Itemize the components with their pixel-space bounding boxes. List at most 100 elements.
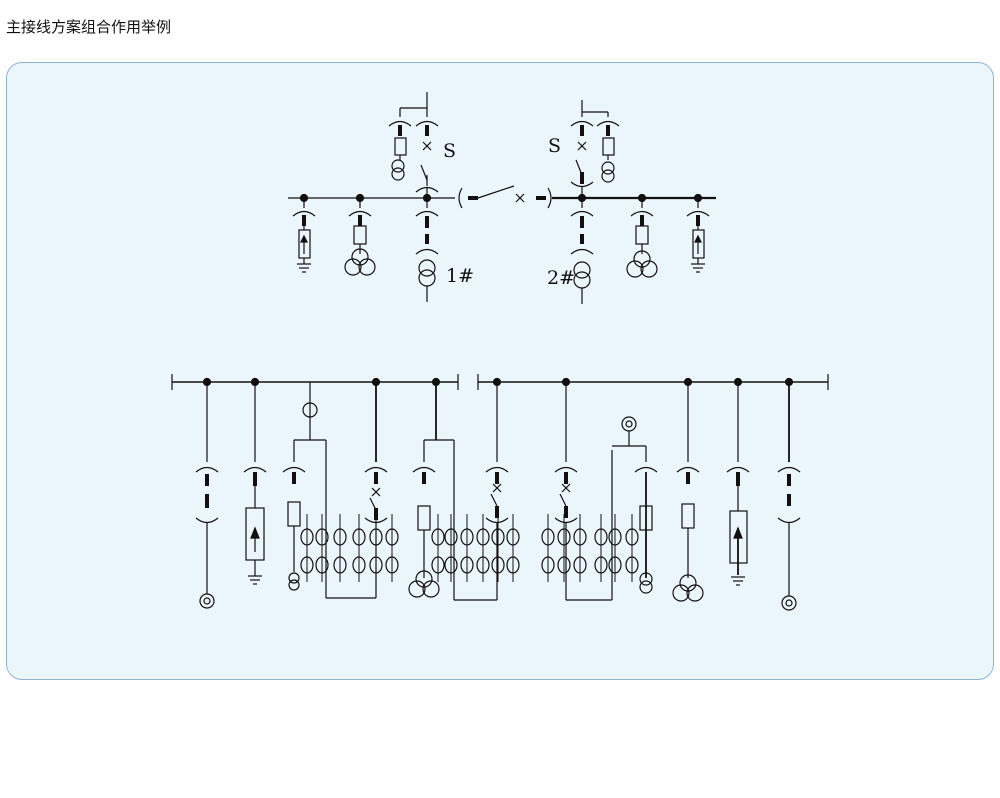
transformer-icon [415, 570, 433, 588]
breaker-x-icon [577, 141, 587, 151]
transformer-icon [358, 258, 376, 276]
coupler-contact-icon [547, 187, 552, 209]
disconnect-contact-icon [570, 120, 594, 127]
breaker-x-icon [492, 483, 502, 493]
breaker-x-icon [515, 193, 525, 203]
disconnect-contact-icon [195, 466, 219, 473]
transformer-icon [573, 271, 591, 289]
transformer-icon [391, 167, 405, 181]
bus-coupler-switch [477, 185, 515, 199]
transformer-label-2: 2# [547, 267, 575, 289]
disconnect-contact-icon [412, 466, 436, 473]
transformer-icon [351, 248, 369, 266]
current-transformer-icon [300, 556, 314, 574]
transformer-label-1: 1# [446, 265, 474, 287]
current-transformer-icon [625, 556, 639, 574]
cable-head-icon [781, 595, 797, 611]
current-transformer-icon [315, 556, 329, 574]
current-transformer-icon [315, 528, 329, 546]
disconnect-contact-icon [777, 517, 801, 524]
disconnect-contact-icon [634, 466, 658, 473]
disconnect-contact-icon [485, 466, 509, 473]
arrow-head [733, 526, 743, 539]
current-transformer-icon [608, 556, 622, 574]
current-transformer-icon [594, 556, 608, 574]
current-transformer-icon [369, 556, 383, 574]
transformer-icon [686, 584, 704, 602]
transformer-icon [573, 261, 591, 279]
disconnect-contact-icon [686, 210, 710, 217]
current-transformer-icon [369, 528, 383, 546]
switch-blade-icon [490, 493, 498, 507]
transformer-icon [601, 169, 615, 183]
current-transformer-icon [557, 556, 571, 574]
disconnect-contact-icon [364, 466, 388, 473]
cable-head-icon [785, 599, 793, 607]
current-transformer-icon [333, 528, 347, 546]
disconnect-contact-icon [415, 248, 439, 255]
current-transformer-icon [573, 528, 587, 546]
arrow-head [694, 234, 702, 243]
transformer-icon [418, 269, 436, 287]
current-transformer-icon [444, 556, 458, 574]
current-transformer-icon [431, 556, 445, 574]
current-transformer-icon [460, 528, 474, 546]
disconnect-contact-icon [415, 120, 439, 127]
meter-icon [621, 416, 637, 432]
disconnect-contact-icon [777, 466, 801, 473]
transformer-icon [626, 260, 644, 278]
transformer-icon [344, 258, 362, 276]
disconnect-contact-icon [570, 248, 594, 255]
switch-label-left: S [443, 140, 456, 162]
disconnect-contact-icon [726, 466, 750, 473]
disconnect-contact-icon [292, 210, 316, 217]
fuse-icon [635, 225, 649, 245]
transformer-icon [640, 260, 658, 278]
transformer-icon [288, 579, 300, 591]
disconnect-contact-icon [485, 517, 509, 524]
transformer-icon [418, 259, 436, 277]
fuse-icon [353, 225, 367, 245]
current-transformer-icon [385, 556, 399, 574]
current-transformer-icon [491, 528, 505, 546]
fuse-icon [417, 505, 431, 531]
disconnect-contact-icon [243, 466, 267, 473]
diagram-panel [6, 62, 994, 680]
current-transformer-icon [476, 556, 490, 574]
transformer-icon [679, 574, 697, 592]
transformer-icon [288, 572, 300, 584]
current-transformer-icon [608, 528, 622, 546]
current-transformer-icon [431, 528, 445, 546]
disconnect-contact-icon [282, 466, 306, 473]
current-transformer-icon [352, 556, 366, 574]
cable-head-icon [199, 593, 215, 609]
current-transformer-icon [573, 556, 587, 574]
current-transformer-icon [541, 556, 555, 574]
disconnect-contact-icon [388, 120, 412, 127]
meter-icon [625, 420, 633, 428]
breaker-x-icon [561, 483, 571, 493]
current-transformer-icon [460, 556, 474, 574]
current-transformer-icon [594, 528, 608, 546]
switch-blade-icon [559, 493, 567, 507]
cable-head-icon [203, 597, 211, 605]
switch-blade-icon [420, 164, 428, 181]
switch-label-right: S [548, 135, 561, 157]
arrow-head [250, 526, 260, 539]
current-transformer-icon [385, 528, 399, 546]
page-title: 主接线方案组合作用举例 [6, 18, 172, 36]
disconnect-contact-icon [554, 466, 578, 473]
disconnect-contact-icon [630, 210, 654, 217]
disconnect-contact-icon [676, 466, 700, 473]
current-transformer-icon [625, 528, 639, 546]
transformer-icon [391, 159, 405, 173]
current-transformer-icon [541, 528, 555, 546]
current-transformer-icon [444, 528, 458, 546]
current-transformer-icon [333, 556, 347, 574]
disconnect-contact-icon [415, 186, 439, 193]
transformer-icon [633, 250, 651, 268]
disconnect-contact-icon [195, 517, 219, 524]
current-transformer-icon [300, 528, 314, 546]
current-transformer-icon [506, 556, 520, 574]
